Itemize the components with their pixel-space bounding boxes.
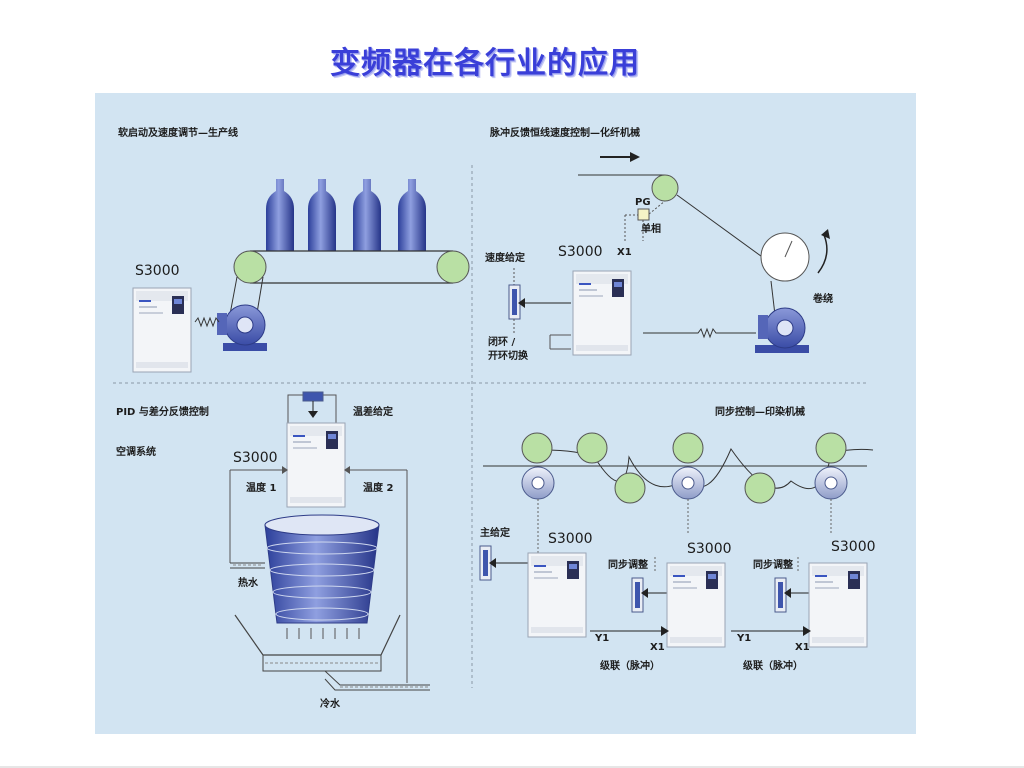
chemical-fiber-heading: 脉冲反馈恒线速度控制—化纤机械 xyxy=(489,126,640,139)
conveyor-pulley-right xyxy=(436,250,470,284)
temp-setting-potentiometer[interactable] xyxy=(302,391,324,402)
winding-label: 卷绕 xyxy=(812,292,833,305)
inverter-model-label: S3000 xyxy=(831,539,876,555)
hot-water-label: 热水 xyxy=(238,576,259,589)
inverter xyxy=(572,270,632,356)
x1-label: X1 xyxy=(650,642,665,653)
cascade-label: 级联（脉冲） xyxy=(599,659,660,672)
roller xyxy=(521,432,553,464)
bottom-rule xyxy=(0,766,1024,768)
roller xyxy=(672,432,704,464)
inverter xyxy=(286,422,346,508)
cable xyxy=(194,316,220,328)
x1-label: X1 xyxy=(617,247,632,258)
single-phase-label: 单相 xyxy=(641,222,661,235)
inverter xyxy=(132,287,192,373)
inverter-model-label: S3000 xyxy=(548,531,593,547)
winding-motor xyxy=(755,307,809,353)
winding-rotation-arrow xyxy=(817,234,828,274)
chemical-fiber-panel: 脉冲反馈恒线速度控制—化纤机械 卷绕 PG 单相 S3000 xyxy=(485,126,833,362)
inverter xyxy=(808,562,868,648)
y1-label: Y1 xyxy=(736,633,751,644)
bottle xyxy=(398,179,426,251)
sync-adjust-label: 同步调整 xyxy=(753,558,793,571)
temp1-label: 温度 1 xyxy=(246,481,276,494)
sync-adjust-potentiometer[interactable] xyxy=(774,577,787,613)
cooling-tower xyxy=(264,514,380,624)
cold-water-label: 冷水 xyxy=(320,697,341,710)
inverter-model-label: S3000 xyxy=(558,244,603,260)
pg-label: PG xyxy=(635,197,651,208)
bottle xyxy=(353,179,381,251)
roller xyxy=(815,432,847,464)
sync-adjust-label: 同步调整 xyxy=(608,558,648,571)
application-diagram: 软启动及速度调节—生产线 S3000 脉冲反馈恒线速度控制—化纤机械 xyxy=(95,93,916,734)
water-basin xyxy=(234,614,401,656)
speed-setting-label: 速度给定 xyxy=(485,251,525,264)
inverter-model-label: S3000 xyxy=(233,450,278,466)
pg-encoder xyxy=(637,208,650,221)
guide-roller xyxy=(651,174,679,202)
sync-adjust-potentiometer[interactable] xyxy=(631,577,644,613)
production-line-panel: 软启动及速度调节—生产线 S3000 xyxy=(118,126,470,373)
drive-drum xyxy=(521,466,555,500)
roller xyxy=(744,472,776,504)
bottle xyxy=(266,179,294,251)
slide-title: 变频器在各行业的应用 xyxy=(330,46,640,81)
x1-label: X1 xyxy=(795,642,810,653)
pid-heading: PID 与差分反馈控制 xyxy=(116,405,209,418)
roller xyxy=(576,432,608,464)
inverter xyxy=(527,552,587,638)
speed-potentiometer[interactable] xyxy=(508,284,521,320)
master-setting-label: 主给定 xyxy=(480,526,510,539)
temp2-label: 温度 2 xyxy=(363,481,393,494)
y1-label: Y1 xyxy=(594,633,609,644)
inverter-model-label: S3000 xyxy=(135,263,180,279)
sync-panel: 同步控制—印染机械 主给定 xyxy=(479,405,876,672)
conveyor-pulley-left xyxy=(233,250,267,284)
motor-cable xyxy=(643,327,756,339)
bottle xyxy=(308,179,336,251)
cold-water-pipe xyxy=(324,670,430,686)
water-drops xyxy=(286,628,360,639)
bottles xyxy=(266,179,426,251)
drive-drum xyxy=(671,466,705,500)
loop-switch-label-1: 闭环 / xyxy=(488,335,515,348)
cascade-label: 级联（脉冲） xyxy=(742,659,803,672)
drive-drum xyxy=(814,466,848,500)
sync-heading: 同步控制—印染机械 xyxy=(715,405,805,418)
temp-diff-setting-label: 温差给定 xyxy=(353,405,393,418)
pid-panel: PID 与差分反馈控制 空调系统 温差给定 S3000 温度 1 温度 2 xyxy=(116,391,430,710)
inverter xyxy=(666,562,726,648)
roller xyxy=(614,472,646,504)
inverter-model-label: S3000 xyxy=(687,541,732,557)
pid-subheading: 空调系统 xyxy=(116,445,156,458)
diagram-canvas: 软启动及速度调节—生产线 S3000 脉冲反馈恒线速度控制—化纤机械 xyxy=(113,126,876,710)
loop-switch-label-2: 开环切换 xyxy=(488,349,529,362)
motor xyxy=(217,304,267,351)
production-line-heading: 软启动及速度调节—生产线 xyxy=(118,126,238,139)
